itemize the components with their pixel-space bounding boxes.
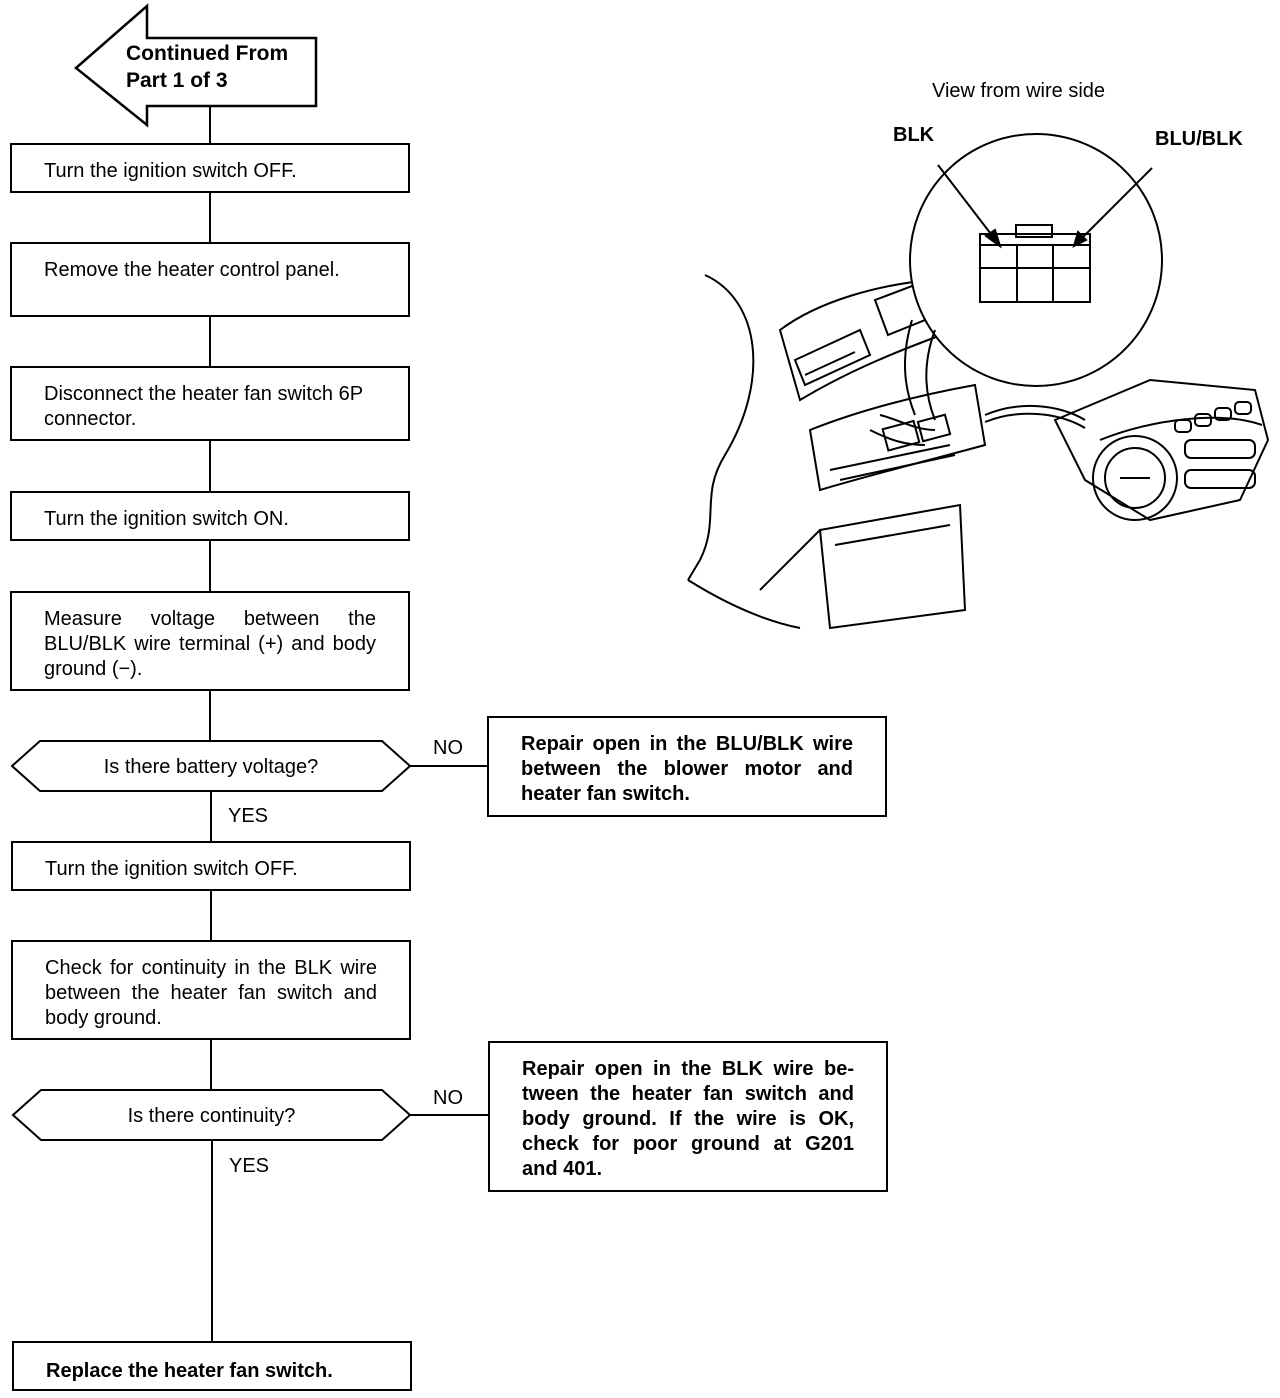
no-label-battery: NO	[433, 737, 463, 759]
wire-label-blk: BLK	[893, 124, 935, 146]
step-ignition-on: Turn the ignition switch ON.	[10, 491, 410, 541]
view-caption: View from wire side	[932, 80, 1106, 102]
step-measure-voltage: Measure voltage between the BLU/BLK wire…	[10, 591, 410, 691]
yes-label-continuity: YES	[229, 1155, 270, 1177]
no-label-continuity: NO	[433, 1087, 463, 1109]
continued-from-label: Continued From Part 1 of 3	[126, 40, 288, 94]
connector-6p-view	[979, 224, 1091, 303]
step-ignition-off-2: Turn the ignition switch OFF.	[11, 841, 411, 891]
wire-label-blu-blk: BLU/BLK	[1155, 128, 1243, 150]
step-remove-control-panel: Remove the heater control panel.	[10, 242, 410, 317]
step-disconnect-connector: Disconnect the heater fan switch 6P conn…	[10, 366, 410, 441]
continued-from-line1: Continued From	[126, 42, 289, 65]
dashboard-illustration	[687, 133, 1270, 630]
continued-from-line2: Part 1 of 3	[126, 69, 228, 92]
step-check-continuity: Check for continuity in the BLK wire bet…	[11, 940, 411, 1040]
step-replace-fan-switch: Replace the heater fan switch.	[12, 1341, 412, 1391]
repair-blk-wire: Repair open in the BLK wire be-tween the…	[488, 1041, 888, 1192]
decision-continuity: Is there continuity?	[127, 1105, 296, 1127]
repair-blu-blk-wire: Repair open in the BLU/BLK wire between …	[487, 716, 887, 817]
yes-label-battery: YES	[228, 805, 269, 827]
wire-leader-arrows	[937, 164, 1153, 249]
decision-battery-voltage: Is there battery voltage?	[103, 756, 319, 778]
continued-from-arrow	[74, 3, 318, 128]
step-ignition-off-1: Turn the ignition switch OFF.	[10, 143, 410, 193]
